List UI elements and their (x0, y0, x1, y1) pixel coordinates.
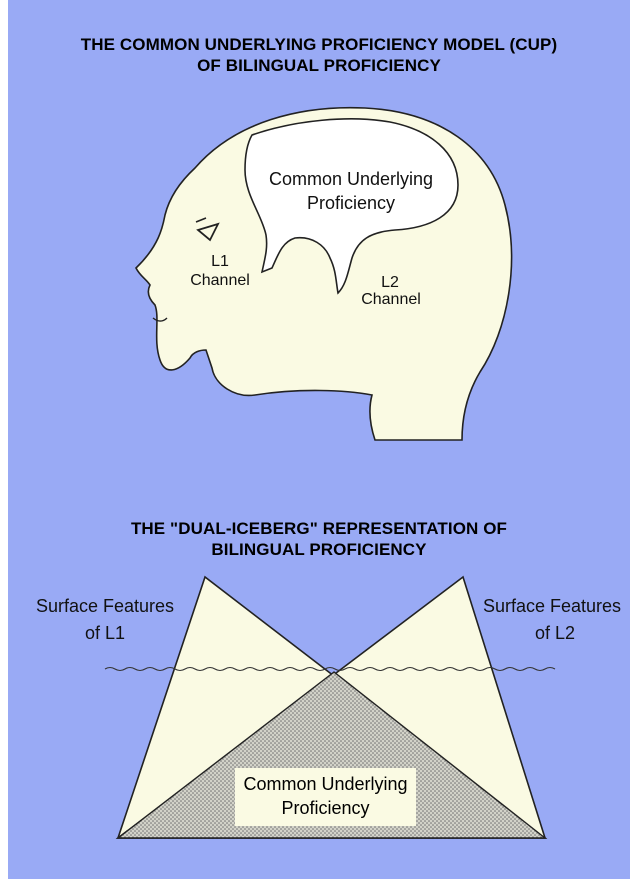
head-cup-label-line1: Common Underlying (262, 168, 440, 190)
l1-label: L1 (190, 252, 250, 271)
surface-l2-line1: Surface Features (474, 595, 630, 617)
l2-channel-label: Channel (354, 290, 428, 309)
iceberg-cup-label-box: Common Underlying Proficiency (235, 768, 416, 826)
l1-channel-label: Channel (183, 271, 257, 290)
bottom-title-line2: BILINGUAL PROFICIENCY (8, 539, 630, 560)
top-title-line2: OF BILINGUAL PROFICIENCY (8, 55, 630, 76)
surface-l1-line2: of L1 (50, 622, 160, 644)
surface-l1-line1: Surface Features (20, 595, 190, 617)
iceberg-cup-line2: Proficiency (235, 796, 416, 820)
head-cup-label-line2: Proficiency (262, 192, 440, 214)
surface-l2-line2: of L2 (510, 622, 600, 644)
top-title-line1: THE COMMON UNDERLYING PROFICIENCY MODEL … (8, 34, 630, 55)
iceberg-cup-line1: Common Underlying (235, 772, 416, 796)
bottom-title-line1: THE "DUAL-ICEBERG" REPRESENTATION OF (8, 518, 630, 539)
